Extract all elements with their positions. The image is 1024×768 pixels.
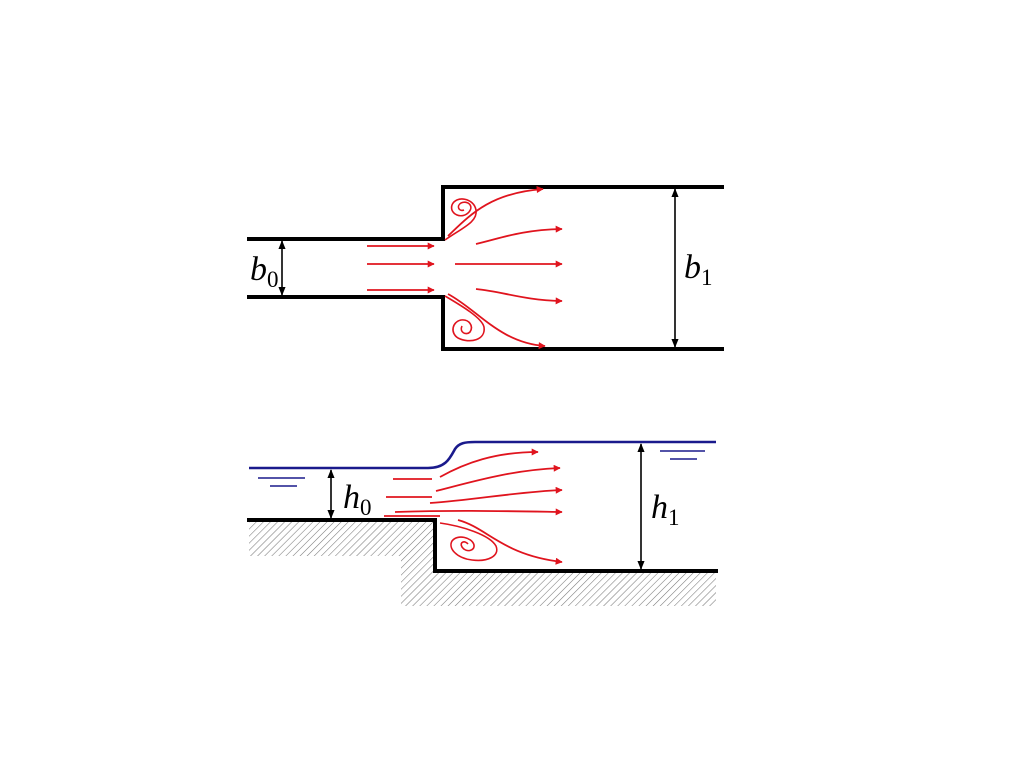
profile-streamline-top (439, 448, 539, 478)
profile-streamline-upper (435, 464, 561, 492)
b1-label: b1 (684, 249, 713, 290)
wide-width-dimension: b1 (671, 188, 713, 348)
h0-label: h0 (343, 479, 372, 520)
profile-streamlines (394, 448, 563, 565)
profile-approach-streaks (384, 478, 440, 517)
profile-streamline-bottom (457, 519, 563, 565)
lower-corner-eddy (444, 295, 485, 342)
plan-corner-eddies (444, 198, 485, 342)
upstream-depth-dimension: h0 (327, 469, 372, 520)
plan-approach-flow-arrows (367, 242, 435, 294)
plan-diverging-streamlines (447, 185, 563, 350)
narrow-channel-top-wall (247, 185, 724, 241)
channel-bed-step (247, 518, 718, 573)
profile-step-eddy (439, 522, 498, 562)
water-surface-line (249, 440, 716, 470)
profile-streamline-lower (394, 508, 563, 516)
plan-view: b0 b1 (247, 185, 724, 351)
narrow-channel-bottom-wall (247, 295, 724, 351)
bottom-step-eddy (439, 522, 498, 562)
streamline-lower-outer (447, 293, 546, 350)
downstream-depth-dimension: h1 (637, 443, 680, 570)
streamline-upper-inner (475, 225, 563, 245)
narrow-width-dimension: b0 (250, 240, 286, 296)
streamline-upper-outer (447, 185, 544, 237)
upper-corner-eddy (444, 198, 477, 241)
channel-bed-ground (247, 518, 718, 606)
h1-label: h1 (651, 489, 680, 530)
profile-streamline-middle (429, 486, 563, 504)
plan-channel-walls (247, 185, 724, 351)
profile-view: h0 h1 (247, 440, 718, 606)
b0-label: b0 (250, 251, 279, 292)
water-surface (249, 440, 716, 487)
streamline-lower-inner (475, 288, 563, 305)
bed-hatch-fill (249, 522, 716, 606)
